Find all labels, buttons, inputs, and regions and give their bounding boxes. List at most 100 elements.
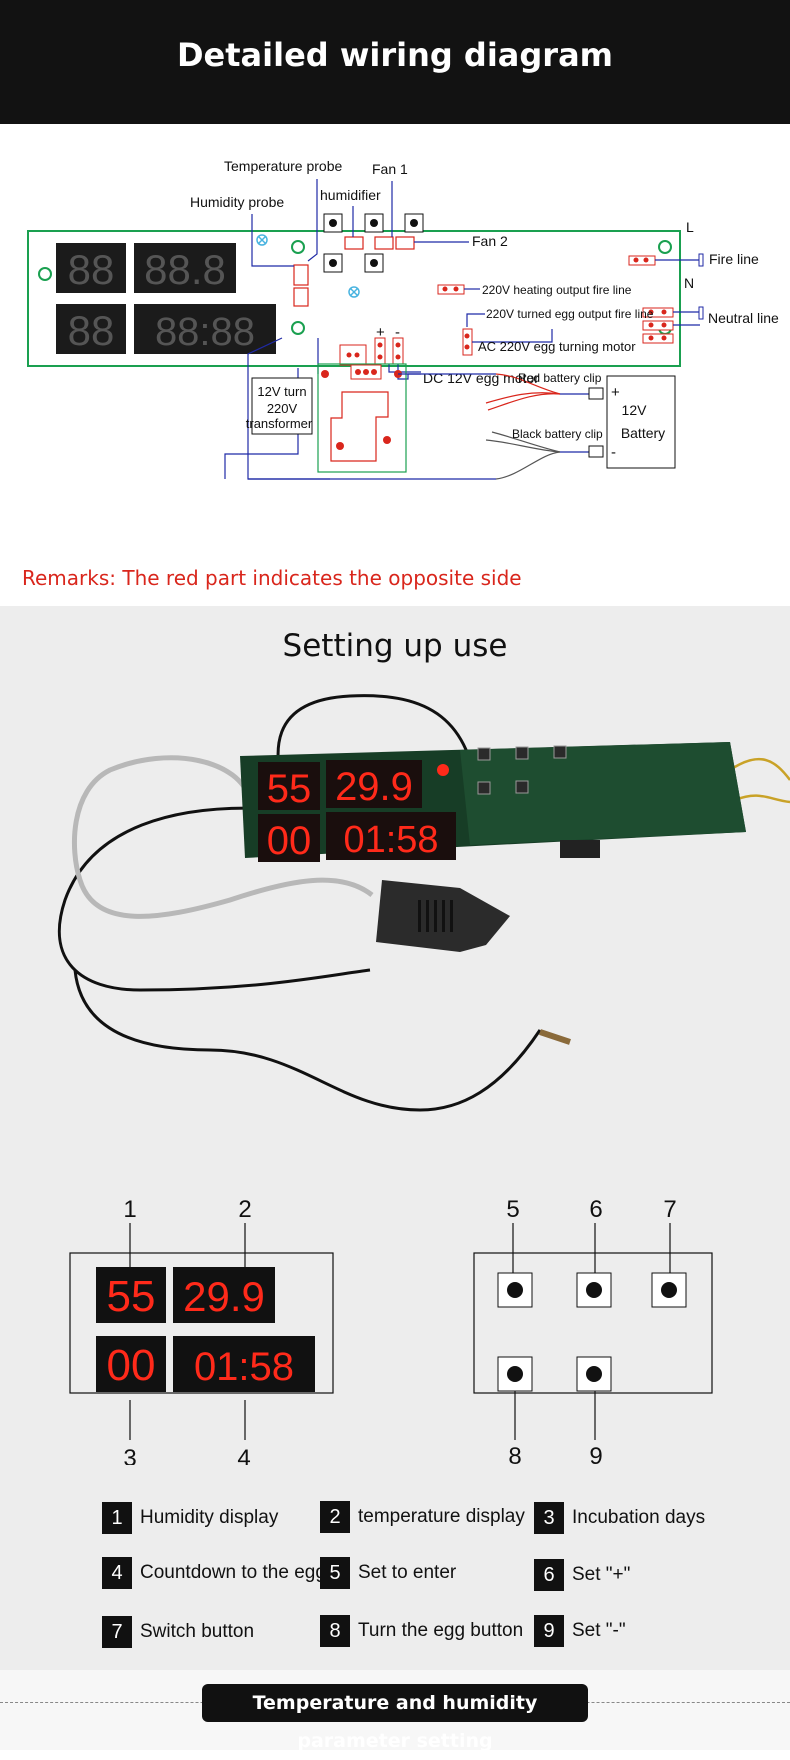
legend-label: Countdown to the egg — [140, 1562, 326, 1583]
callout-4: 4 — [237, 1445, 250, 1465]
legend-item: 8 Turn the egg button — [320, 1614, 523, 1648]
remarks-note: Remarks: The red part indicates the oppo… — [22, 566, 522, 590]
photo-buttons — [477, 745, 567, 795]
display-humidity — [96, 1267, 166, 1323]
display-humidity-digits: 55 — [107, 1272, 156, 1321]
section-label: Temperature and humidity parameter setti… — [202, 1684, 588, 1752]
photo-display-3 — [258, 814, 320, 862]
photo-led-icon — [437, 764, 449, 776]
label-turned-egg-output: 220V turned egg output fire line — [486, 307, 654, 321]
label-humidifier: humidifier — [320, 187, 381, 203]
label-ac-motor: AC 220V egg turning motor — [478, 339, 636, 354]
label-plus: + — [376, 324, 385, 341]
label-n: N — [684, 275, 694, 291]
label-heating-output: 220V heating output fire line — [482, 283, 632, 297]
red-side-pads — [339, 255, 674, 366]
callout-6: 6 — [589, 1196, 602, 1223]
led-marker-icon — [256, 234, 268, 246]
wiring-buttons — [323, 213, 424, 273]
wiring-digits-1: 88 — [68, 246, 115, 293]
label-temperature-probe: Temperature probe — [224, 158, 343, 174]
legend-item: 9 Set "-" — [534, 1614, 626, 1648]
transformer-box — [251, 377, 313, 435]
label-black-clip: Black battery clip — [512, 427, 603, 441]
battery-label-2: Battery — [621, 425, 665, 441]
display-countdown — [173, 1336, 315, 1392]
photo-countdown-digits: 01:58 — [343, 819, 438, 861]
photo-days-digits: 00 — [267, 819, 312, 863]
grey-cable — [71, 755, 374, 919]
photo-temp-digits: 29.9 — [335, 765, 413, 809]
display-days — [96, 1336, 166, 1392]
photo-humidity-digits: 55 — [267, 767, 312, 811]
yellow-wire — [729, 758, 790, 781]
display-temperature-digits: 29.9 — [183, 1273, 265, 1320]
label-red-clip: Red battery clip — [518, 371, 602, 385]
label-fan1: Fan 1 — [372, 161, 408, 177]
label-minus: - — [395, 324, 400, 341]
legend-number: 5 — [320, 1557, 350, 1589]
black-cable — [57, 694, 480, 992]
setup-title: Setting up use — [282, 628, 508, 664]
transformer-label-2: 220V — [267, 401, 298, 416]
callout-2: 2 — [238, 1196, 251, 1223]
legend-item: 6 Set "+" — [534, 1558, 630, 1592]
legend-label: Set to enter — [358, 1562, 457, 1583]
callout-8: 8 — [508, 1443, 521, 1465]
wiring-digits-4: 88:88 — [155, 310, 255, 354]
legend-number: 1 — [102, 1502, 132, 1534]
battery-minus-label: - — [611, 444, 616, 461]
transformer-label-3: transformer — [246, 416, 313, 431]
label-neutral-line: Neutral line — [708, 310, 779, 326]
mount-hole-icon — [291, 240, 305, 254]
power-module-outline — [317, 363, 407, 473]
display-temperature — [173, 1267, 275, 1323]
temperature-probe-tip — [539, 1029, 571, 1045]
photo-display-1 — [258, 762, 320, 810]
wiring-digits-2: 88.8 — [144, 246, 226, 293]
label-fire-line: Fire line — [709, 251, 759, 267]
callout-3: 3 — [123, 1445, 136, 1465]
power-module-trace — [330, 391, 389, 462]
red-side-connectors — [293, 236, 415, 307]
header-banner: Detailed wiring diagram — [0, 0, 790, 124]
label-humidity-probe: Humidity probe — [190, 194, 284, 210]
battery-wires — [248, 373, 589, 480]
battery-label-1: 12V — [622, 402, 648, 418]
product-photo: 55 29.9 00 01:58 — [57, 694, 790, 1112]
power-module-pins — [321, 369, 402, 450]
callout-9: 9 — [589, 1443, 602, 1465]
callout-1: 1 — [123, 1196, 136, 1223]
callout-7: 7 — [663, 1196, 676, 1223]
battery-box — [606, 375, 676, 469]
yellow-wire — [734, 794, 790, 804]
legend-label: temperature display — [358, 1506, 525, 1527]
probe-vents — [418, 900, 453, 932]
legend-item: 4 Countdown to the egg — [102, 1556, 326, 1590]
legend-item: 3 Incubation days — [534, 1501, 705, 1535]
label-l: L — [686, 219, 694, 235]
button-panel-buttons — [497, 1272, 687, 1392]
legend-number: 6 — [534, 1559, 564, 1591]
pcb-board-highlight — [460, 742, 746, 845]
callout-5: 5 — [506, 1196, 519, 1223]
transformer-label-1: 12V turn — [257, 384, 306, 399]
label-fan2: Fan 2 — [472, 233, 508, 249]
legend-label: Switch button — [140, 1621, 255, 1642]
led-marker-icon — [348, 286, 360, 298]
wiring-digits-3: 88 — [68, 307, 115, 354]
mount-hole-icon — [658, 240, 672, 254]
callout-lines — [129, 1223, 671, 1440]
legend-item: 5 Set to enter — [320, 1556, 456, 1590]
button-panel-outline — [473, 1252, 713, 1394]
display-days-digits: 00 — [107, 1341, 156, 1390]
photo-chip — [560, 840, 600, 858]
mount-hole-icon — [38, 267, 52, 281]
black-cable-2 — [73, 969, 542, 1112]
battery-plus-terminal — [588, 387, 604, 400]
legend-item: 1 Humidity display — [102, 1501, 278, 1535]
legend-item: 7 Switch button — [102, 1615, 254, 1649]
legend-number: 8 — [320, 1615, 350, 1647]
wiring-display-panel: 88 88.8 88 88:88 — [56, 243, 276, 354]
callout-diagram: 1 2 3 4 5 6 7 8 9 55 29.9 00 01:58 — [69, 1196, 713, 1465]
